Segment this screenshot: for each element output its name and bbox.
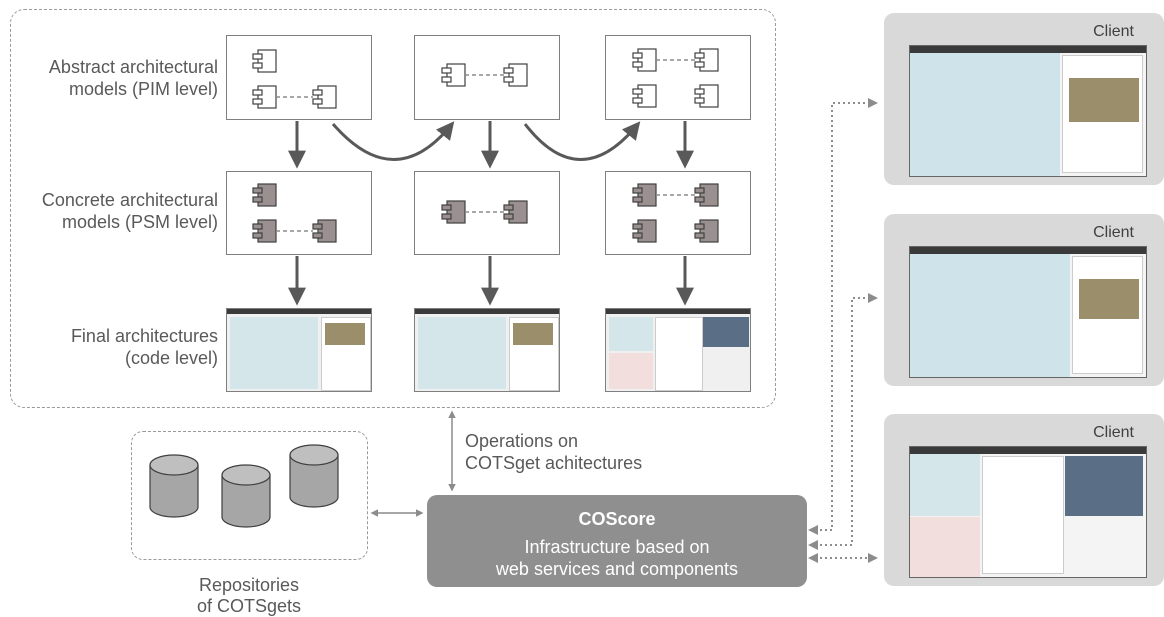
final-label-line2: (code level) (124, 348, 218, 368)
final-architecture-screenshot-2 (414, 308, 560, 392)
operations-line2: COTSget achitectures (465, 453, 643, 473)
client-label: Client (1093, 424, 1134, 441)
concrete-label-line1: Concrete architectural (41, 190, 218, 210)
coscore-title: COScore (578, 509, 656, 529)
component-icon (252, 49, 277, 73)
concrete-components-3 (632, 183, 719, 243)
component-icon (252, 85, 277, 109)
concrete-models-label: Concrete architectural models (PSM level… (14, 189, 218, 233)
abstract-components-3 (632, 48, 719, 108)
component-icon (441, 200, 466, 224)
component-icon (632, 219, 657, 243)
final-architecture-screenshot-3 (605, 308, 751, 392)
abstract-label-line2: models (PIM level) (68, 79, 218, 99)
component-icon (694, 183, 719, 207)
component-icon (694, 84, 719, 108)
client-panel-1: Client (884, 13, 1164, 185)
concrete-label-line2: models (PSM level) (61, 212, 218, 232)
concrete-model-box-1 (226, 171, 372, 255)
final-architectures-label: Final architectures (code level) (14, 325, 218, 369)
final-label-line1: Final architectures (70, 326, 218, 346)
concrete-model-box-3 (605, 171, 751, 255)
abstract-components-2 (441, 63, 528, 87)
concrete-components-2 (441, 200, 528, 224)
component-icon (694, 48, 719, 72)
repository-databases (149, 444, 339, 528)
abstract-label-line1: Abstract architectural (48, 57, 218, 77)
abstract-components-1 (252, 49, 337, 109)
component-icon (252, 219, 277, 243)
repositories-line2: of COTSgets (196, 596, 302, 616)
component-icon (312, 85, 337, 109)
client-screenshot-2 (909, 246, 1147, 378)
client-screenshot-3 (909, 446, 1147, 578)
final-architecture-screenshot-1 (226, 308, 372, 392)
abstract-model-box-2 (414, 35, 560, 120)
component-icon (441, 63, 466, 87)
concrete-model-box-2 (414, 171, 560, 255)
abstract-model-box-3 (605, 35, 751, 120)
database-icon (289, 444, 339, 508)
architecture-models-frame (10, 9, 776, 408)
database-icon (221, 464, 271, 528)
abstract-models-label: Abstract architectural models (PIM level… (14, 56, 218, 100)
coscore-box: COScore Infrastructure based on web serv… (427, 495, 807, 587)
client-panel-3: Client (884, 414, 1164, 586)
client-label: Client (1093, 23, 1134, 40)
operations-line1: Operations on (465, 431, 579, 451)
database-icon (149, 454, 199, 518)
component-icon (694, 219, 719, 243)
client-label: Client (1093, 224, 1134, 241)
client-screenshot-1 (909, 45, 1147, 177)
abstract-model-box-1 (226, 35, 372, 120)
component-icon (503, 63, 528, 87)
diagram-overlay (149, 48, 878, 563)
client-connectors (808, 98, 878, 563)
component-icon (632, 48, 657, 72)
coscore-line2: web services and components (495, 559, 739, 579)
operations-label: Operations on COTSget achitectures (465, 430, 642, 474)
concrete-components-1 (252, 183, 337, 243)
refinement-arrows (288, 121, 694, 306)
component-icon (252, 183, 277, 207)
repositories-line1: Repositories (198, 575, 300, 595)
repositories-frame (131, 431, 368, 560)
component-icon (503, 200, 528, 224)
coscore-line1: Infrastructure based on (524, 537, 710, 557)
component-icon (312, 219, 337, 243)
component-icon (632, 84, 657, 108)
client-panel-2: Client (884, 214, 1164, 386)
evolution-arrows (331, 121, 641, 161)
component-icon (632, 183, 657, 207)
